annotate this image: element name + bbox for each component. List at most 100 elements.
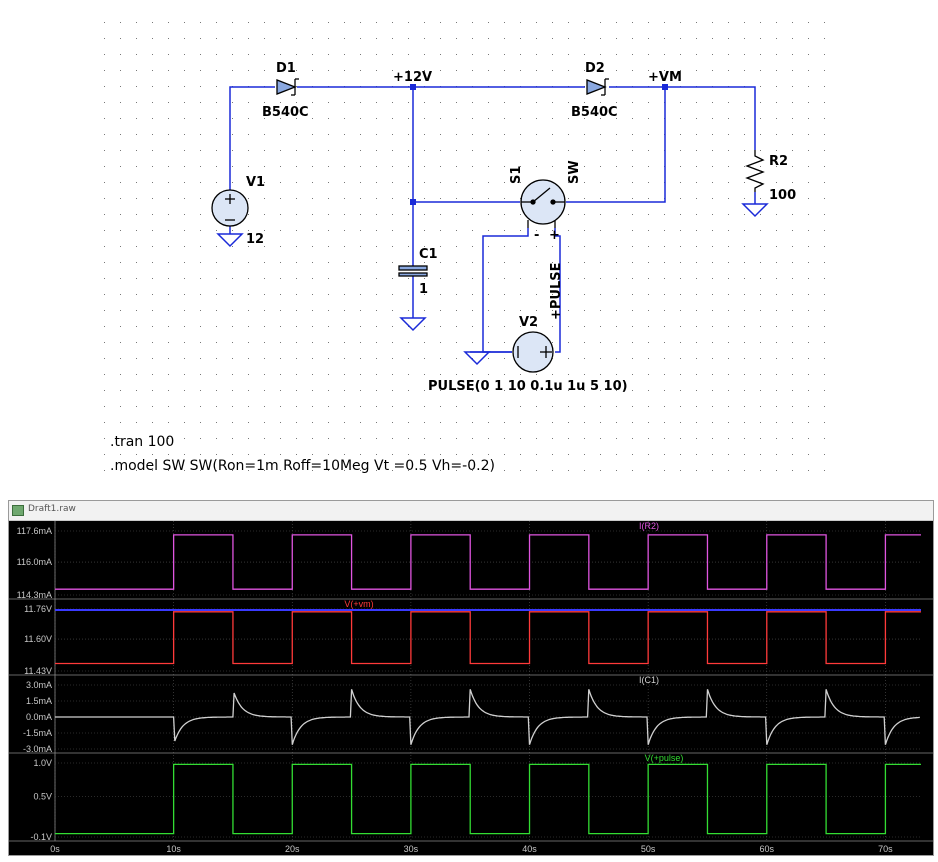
waveform-titlebar[interactable]: Draft1.raw xyxy=(9,501,933,521)
grid-dot xyxy=(392,310,393,311)
d2-value[interactable]: B540C xyxy=(571,105,618,120)
grid-dot xyxy=(536,230,537,231)
grid-dot xyxy=(824,406,825,407)
grid-dot xyxy=(440,310,441,311)
net-label-vm[interactable]: +VM xyxy=(648,70,682,85)
grid-dot xyxy=(456,198,457,199)
grid-dot xyxy=(440,342,441,343)
grid-dot xyxy=(600,374,601,375)
net-label-12v[interactable]: +12V xyxy=(393,70,432,85)
r2-ref[interactable]: R2 xyxy=(769,154,788,169)
grid-dot xyxy=(552,310,553,311)
d1-value[interactable]: B540C xyxy=(262,105,309,120)
grid-dot xyxy=(392,54,393,55)
grid-dot xyxy=(424,22,425,23)
grid-dot xyxy=(264,310,265,311)
grid-dot xyxy=(472,278,473,279)
directive-model[interactable]: .model SW SW(Ron=1m Roff=10Meg Vt =0.5 V… xyxy=(110,458,495,474)
v2-ref[interactable]: V2 xyxy=(519,315,538,330)
grid-dot xyxy=(376,326,377,327)
r2-value[interactable]: 100 xyxy=(769,188,796,203)
grid-dot xyxy=(728,118,729,119)
c1-value[interactable]: 1 xyxy=(419,282,428,297)
grid-dot xyxy=(296,102,297,103)
grid-dot xyxy=(312,342,313,343)
grid-dot xyxy=(344,438,345,439)
grid-dot xyxy=(344,374,345,375)
net-label-pulse[interactable]: +PULSE xyxy=(549,262,564,320)
grid-dot xyxy=(232,454,233,455)
grid-dot xyxy=(504,214,505,215)
trace-label[interactable]: I(C1) xyxy=(639,675,659,685)
grid-dot xyxy=(760,294,761,295)
v2-value[interactable]: PULSE(0 1 10 0.1u 1u 5 10) xyxy=(428,379,628,394)
diode-d1[interactable] xyxy=(276,78,299,96)
grid-dot xyxy=(264,22,265,23)
grid-dot xyxy=(552,422,553,423)
grid-dot xyxy=(616,294,617,295)
grid-dot xyxy=(200,390,201,391)
grid-dot xyxy=(696,166,697,167)
d2-ref[interactable]: D2 xyxy=(585,61,605,76)
v1-value[interactable]: 12 xyxy=(246,232,264,247)
grid-dot xyxy=(728,422,729,423)
grid-dot xyxy=(536,390,537,391)
grid-dot xyxy=(184,86,185,87)
grid-dot xyxy=(824,342,825,343)
grid-dot xyxy=(360,198,361,199)
voltage-switch-s1[interactable] xyxy=(520,179,566,228)
trace-label[interactable]: I(R2) xyxy=(639,521,659,531)
grid-dot xyxy=(136,150,137,151)
grid-dot xyxy=(568,438,569,439)
grid-dot xyxy=(552,150,553,151)
directive-tran[interactable]: .tran 100 xyxy=(110,434,174,450)
grid-dot xyxy=(776,310,777,311)
grid-dot xyxy=(744,166,745,167)
grid-dot xyxy=(472,214,473,215)
voltage-source-v2[interactable] xyxy=(512,331,554,373)
s1-ref[interactable]: S1 xyxy=(509,166,524,184)
grid-dot xyxy=(392,214,393,215)
capacitor-c1[interactable] xyxy=(398,265,428,277)
grid-dot xyxy=(664,438,665,439)
grid-dot xyxy=(216,326,217,327)
diode-d2[interactable] xyxy=(586,78,609,96)
grid-dot xyxy=(168,230,169,231)
schematic-canvas[interactable]: D1 B540C D2 B540C +12V +VM V1 12 C1 1 xyxy=(0,0,938,490)
d1-ref[interactable]: D1 xyxy=(276,61,296,76)
v1-ref[interactable]: V1 xyxy=(246,175,265,190)
grid-dot xyxy=(440,134,441,135)
s1-model[interactable]: SW xyxy=(567,160,582,184)
grid-dot xyxy=(296,54,297,55)
grid-dot xyxy=(648,118,649,119)
resistor-r2[interactable] xyxy=(745,150,765,192)
grid-dot xyxy=(472,294,473,295)
grid-dot xyxy=(696,134,697,135)
c1-ref[interactable]: C1 xyxy=(419,247,438,262)
grid-dot xyxy=(376,70,377,71)
grid-dot xyxy=(136,358,137,359)
grid-dot xyxy=(808,422,809,423)
grid-dot xyxy=(216,262,217,263)
grid-dot xyxy=(664,262,665,263)
grid-dot xyxy=(344,134,345,135)
junctions xyxy=(410,84,668,205)
grid-dot xyxy=(584,166,585,167)
grid-dot xyxy=(808,310,809,311)
trace-label[interactable]: V(+pulse) xyxy=(645,753,684,763)
grid-dot xyxy=(328,454,329,455)
grid-dot xyxy=(168,310,169,311)
grid-dot xyxy=(200,182,201,183)
grid-dot xyxy=(504,102,505,103)
grid-dot xyxy=(136,374,137,375)
grid-dot xyxy=(824,454,825,455)
grid-dot xyxy=(424,438,425,439)
trace-label[interactable]: V(+vm) xyxy=(344,599,373,609)
grid-dot xyxy=(280,358,281,359)
grid-dot xyxy=(728,358,729,359)
voltage-source-v1[interactable] xyxy=(211,189,249,227)
grid-dot xyxy=(328,166,329,167)
grid-dot xyxy=(520,470,521,471)
